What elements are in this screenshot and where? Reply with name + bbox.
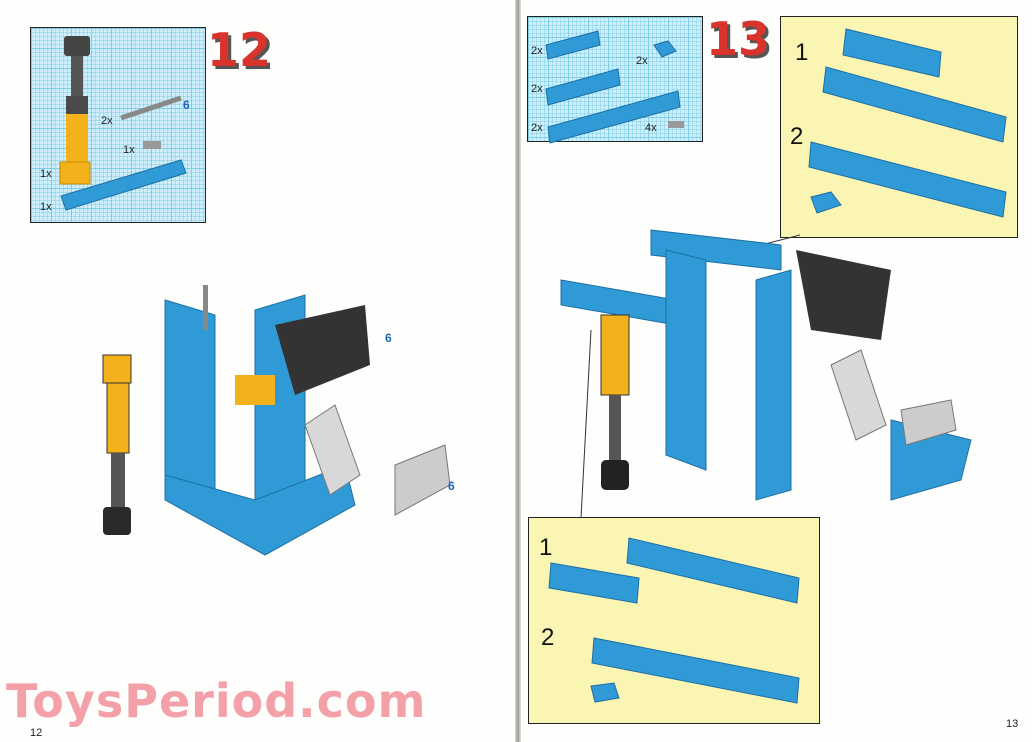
- peg: [143, 141, 161, 149]
- parts-illustration-step-13: [545, 30, 684, 144]
- top-inset-illustration: [808, 28, 1007, 218]
- watermark: ToysPeriod.com: [6, 674, 427, 728]
- parts-box-step-13: 2x 2x 2x 2x 4x: [527, 16, 703, 144]
- axle-length-label: 6: [183, 98, 190, 112]
- model-illustration-step-13: [560, 229, 972, 519]
- shock-top: [66, 96, 88, 114]
- qty-beam-14: 2x: [531, 122, 543, 134]
- substep-1: 1: [795, 39, 809, 66]
- qty-beam-6: 2x: [531, 83, 543, 95]
- qty-slope: 2x: [636, 55, 648, 67]
- qty-beam: 1x: [40, 201, 52, 213]
- qty-peg: 4x: [645, 122, 657, 134]
- bottom-inset-illustration: [548, 537, 800, 704]
- qty-shock: 1x: [40, 168, 52, 180]
- shock-cap: [64, 36, 90, 56]
- substep-2: 2: [790, 123, 804, 150]
- parts-box-step-12: 2x 6 1x 1x 1x: [30, 27, 206, 223]
- qty-axle: 2x: [101, 115, 113, 127]
- left-page: 2x 6 1x 1x 1x 12 6 6 12: [0, 0, 515, 742]
- top-callout-inset: 1 2: [780, 16, 1018, 238]
- qty-peg: 1x: [123, 144, 135, 156]
- qty-beam-4: 2x: [531, 45, 543, 57]
- shock-spring: [71, 56, 83, 98]
- substep-1: 1: [539, 534, 553, 561]
- page-number-right: 13: [1006, 718, 1019, 730]
- model-axle-label-2: 6: [448, 479, 455, 493]
- step-number: 12: [207, 23, 272, 77]
- axle: [120, 95, 182, 121]
- page-number-left: 12: [30, 727, 43, 739]
- right-page: 2x 2x 2x 2x 4x 13 1 2: [521, 0, 1032, 742]
- shock-body: [66, 114, 88, 164]
- shock-base: [59, 161, 91, 185]
- bottom-callout-inset: 1 2: [528, 517, 820, 724]
- step-number: 13: [706, 12, 771, 66]
- beam-12: [60, 159, 187, 211]
- parts-illustration-step-12: [59, 36, 187, 211]
- book-gutter: [515, 0, 521, 742]
- model-axle-label-1: 6: [385, 331, 392, 345]
- substep-2: 2: [541, 624, 555, 651]
- model-illustration-step-12: [102, 285, 451, 556]
